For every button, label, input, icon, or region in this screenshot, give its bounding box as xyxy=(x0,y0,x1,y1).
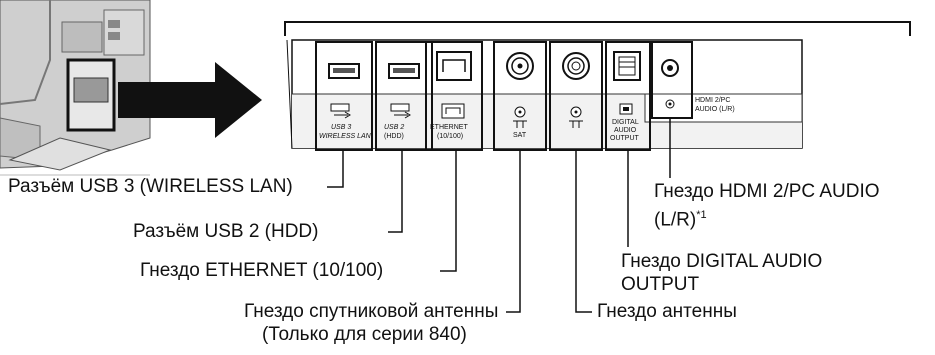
usb2-symbol-icon xyxy=(390,103,411,119)
ethernet-panel-sublabel: (10/100) xyxy=(437,133,463,140)
callout-antenna: Гнездо антенны xyxy=(597,301,737,322)
tv-rear-illustration xyxy=(0,0,151,176)
audio-symbol-icon xyxy=(665,99,675,109)
callout-sat-antenna: Гнездо спутниковой антенны xyxy=(244,301,499,322)
footnote-marker: *1 xyxy=(696,209,707,221)
usb2-panel-sublabel: (HDD) xyxy=(384,133,404,140)
usb3-port-group: USB 3 WIRELESS LAN xyxy=(315,41,373,151)
ethernet-port-group: ETHERNET (10/100) xyxy=(425,41,483,151)
hdmi-panel-label-2: AUDIO (L/R) xyxy=(695,106,735,113)
sat-symbol-icon xyxy=(513,106,527,128)
antenna-symbol-icon xyxy=(569,106,583,128)
hdmi-pc-audio-port-group: HDMI 2/PC AUDIO (L/R) xyxy=(651,41,735,119)
digital-panel-label-3: OUTPUT xyxy=(610,135,640,142)
usb3-panel-label: USB 3 xyxy=(331,124,351,131)
callout-hdmi-pc-audio-line2: (L/R)*1 xyxy=(654,203,707,232)
digital-panel-label-2: AUDIO xyxy=(614,127,637,134)
ethernet-panel-label: ETHERNET xyxy=(430,124,468,131)
antenna-port-group xyxy=(549,41,603,151)
callout-usb2: Разъём USB 2 (HDD) xyxy=(133,221,319,242)
leader-lines xyxy=(327,118,671,313)
callout-digital-audio-line2: OUTPUT xyxy=(621,274,700,295)
sat-panel-label: SAT xyxy=(513,132,527,139)
callout-hdmi-lr: (L/R) xyxy=(654,209,697,231)
pointer-arrow xyxy=(118,62,262,138)
leader-usb3 xyxy=(327,150,344,188)
callout-sat-series-note: (Только для серии 840) xyxy=(262,324,467,345)
callout-hdmi-pc-audio: Гнездо HDMI 2/PC AUDIO xyxy=(654,181,880,202)
ethernet-symbol-icon xyxy=(441,103,465,119)
usb2-panel-label: USB 2 xyxy=(384,124,404,131)
digital-panel-label-1: DIGITAL xyxy=(612,119,639,126)
usb3-symbol-icon xyxy=(330,103,351,119)
callout-ethernet: Гнездо ETHERNET (10/100) xyxy=(140,260,384,281)
usb2-port-group: USB 2 (HDD) xyxy=(375,41,433,151)
callout-usb3: Разъём USB 3 (WIRELESS LAN) xyxy=(8,176,293,197)
optical-symbol-icon xyxy=(619,103,633,115)
callout-digital-audio: Гнездо DIGITAL AUDIO xyxy=(621,251,823,272)
usb3-panel-sublabel: WIRELESS LAN xyxy=(319,133,372,140)
hdmi-panel-label-1: HDMI 2/PC xyxy=(695,97,730,104)
connector-panel xyxy=(284,21,911,149)
